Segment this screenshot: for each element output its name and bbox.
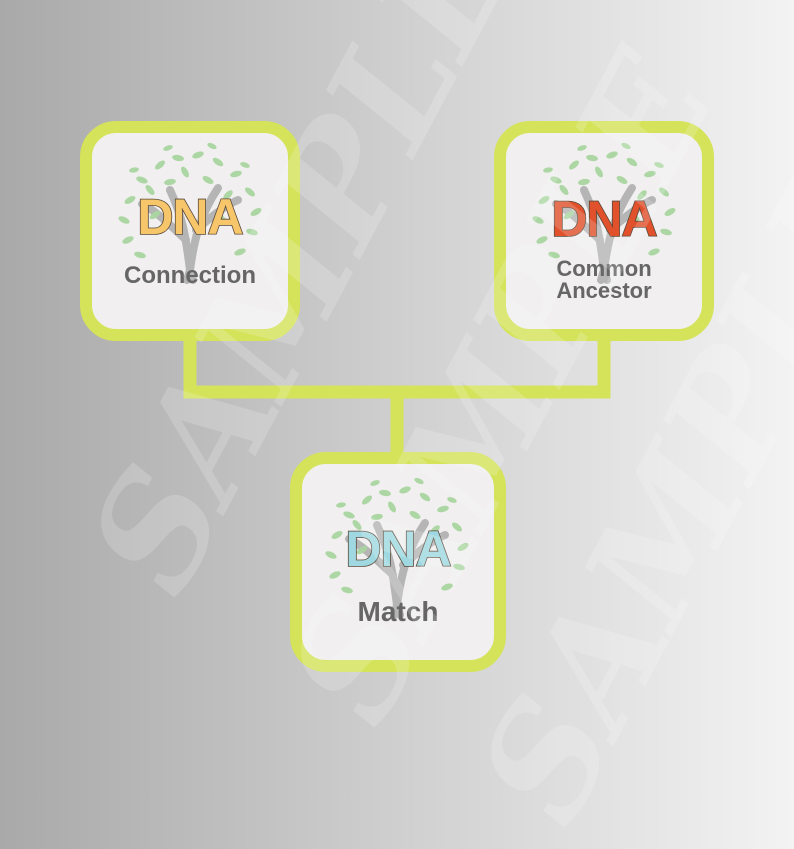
node-title: DNA bbox=[551, 191, 659, 247]
node-subtitle: Match bbox=[357, 596, 439, 627]
connector-ancestor bbox=[397, 340, 611, 399]
node-subtitle-line-2: Ancestor bbox=[556, 278, 652, 303]
family-diagram bbox=[80, 121, 714, 672]
node-title: DNA bbox=[345, 521, 453, 577]
connector-connection bbox=[183, 340, 404, 456]
node-subtitle-line-1: Common bbox=[556, 256, 652, 281]
node-connection bbox=[80, 121, 300, 341]
node-common-ancestor bbox=[494, 121, 714, 341]
node-match bbox=[290, 452, 506, 672]
node-match-text: DNA Match bbox=[296, 521, 500, 627]
node-title: DNA bbox=[137, 189, 245, 245]
connector-lines bbox=[183, 340, 611, 456]
node-subtitle: Connection bbox=[124, 262, 256, 289]
node-common-ancestor-text: DNA Common Ancestor bbox=[500, 191, 708, 303]
node-connection-text: DNA Connection bbox=[86, 189, 294, 289]
